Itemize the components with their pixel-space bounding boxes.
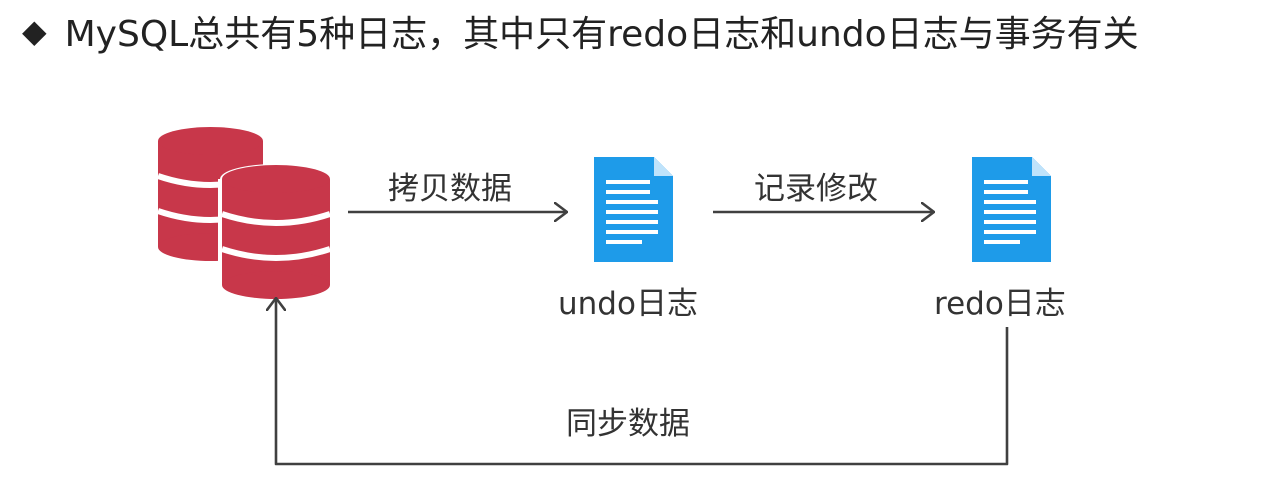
edge-label-sync-data: 同步数据 — [566, 406, 690, 442]
undo-document-icon — [594, 157, 673, 262]
title-text: MySQL总共有5种日志，其中只有redo日志和undo日志与事务有关 — [64, 14, 1139, 55]
arrow-sync-data — [276, 298, 1009, 466]
edge-label-copy-data: 拷贝数据 — [388, 171, 512, 207]
page-title: ◆ MySQL总共有5种日志，其中只有redo日志和undo日志与事务有关 — [22, 6, 1139, 56]
database-icon — [157, 127, 334, 303]
diamond-bullet-icon: ◆ — [22, 12, 47, 50]
node-label-redo-log: redo日志 — [934, 286, 1066, 322]
edge-label-record-changes: 记录修改 — [754, 171, 878, 207]
node-label-undo-log: undo日志 — [558, 286, 698, 322]
redo-document-icon — [972, 157, 1051, 262]
